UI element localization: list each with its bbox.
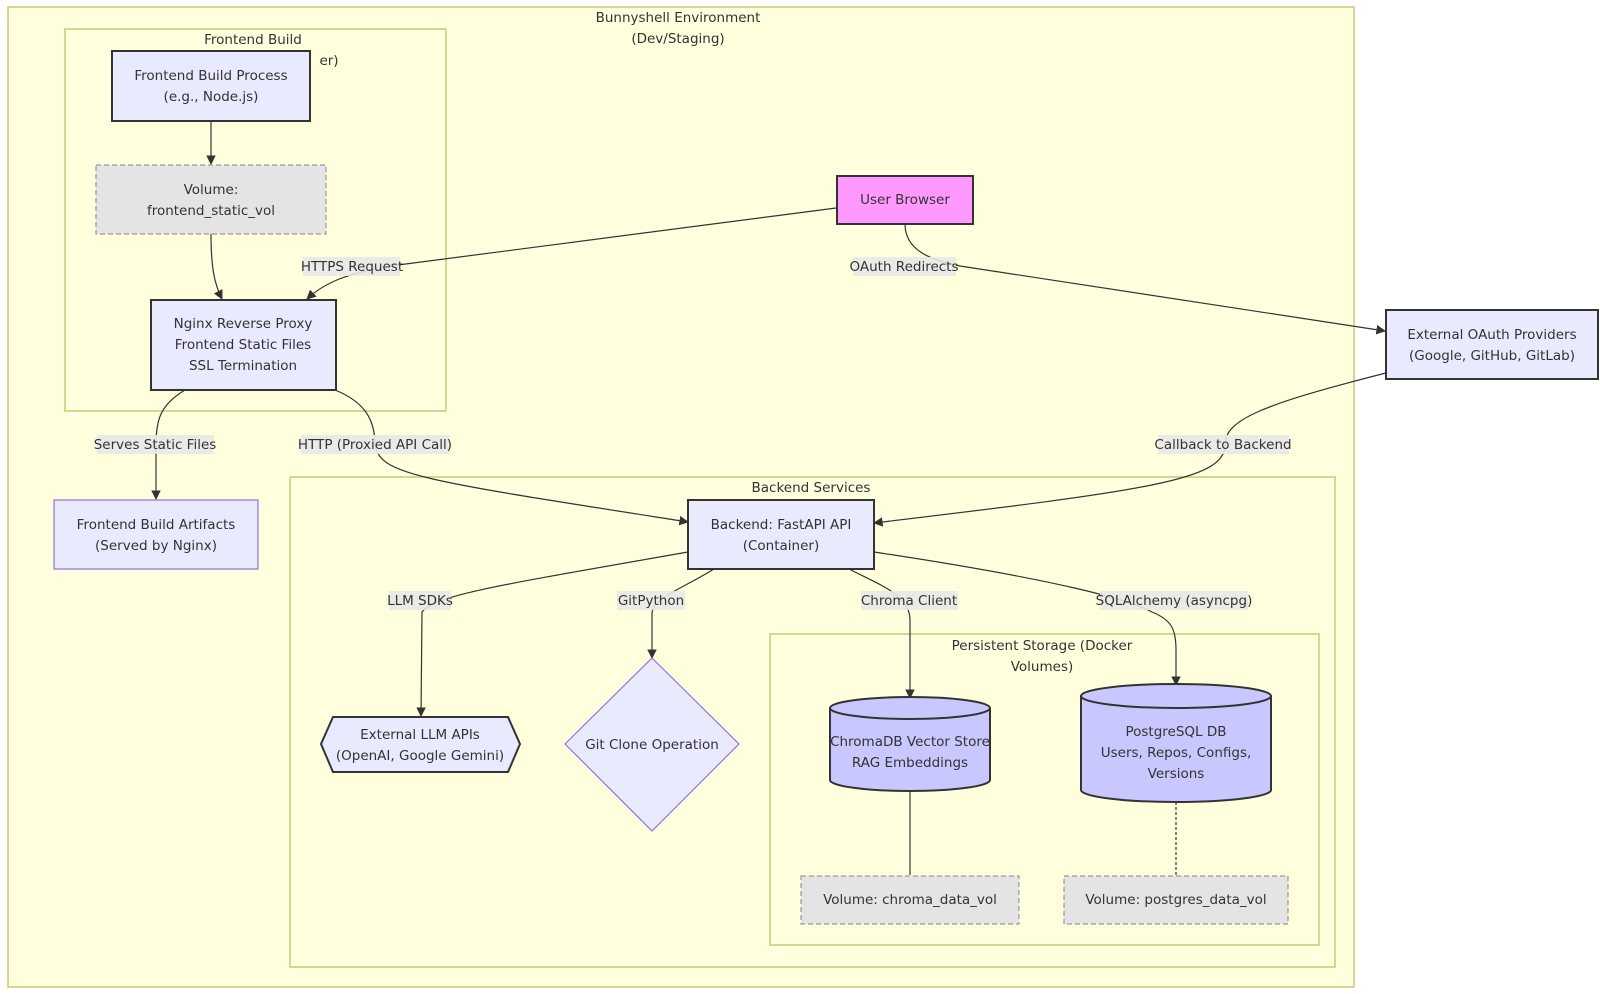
svg-text:GitPython: GitPython <box>618 593 684 609</box>
svg-text:Volume: postgres_data_vol: Volume: postgres_data_vol <box>1085 892 1266 908</box>
svg-text:HTTPS Request: HTTPS Request <box>301 259 403 275</box>
svg-text:(Container): (Container) <box>743 538 820 554</box>
svg-text:External LLM APIs: External LLM APIs <box>360 727 480 743</box>
svg-text:External OAuth Providers: External OAuth Providers <box>1407 327 1576 343</box>
svg-text:(Served by Nginx): (Served by Nginx) <box>95 538 217 554</box>
svg-text:(Google, GitHub, GitLab): (Google, GitHub, GitLab) <box>1409 348 1575 364</box>
svg-text:Users, Repos, Configs,: Users, Repos, Configs, <box>1101 745 1252 761</box>
node-frontend-build-process[interactable]: Frontend Build Process (e.g., Node.js) <box>111 50 311 122</box>
svg-text:Frontend Static Files: Frontend Static Files <box>175 337 311 353</box>
edge-browser-to-oauth <box>904 223 1386 335</box>
svg-text:Nginx Reverse Proxy: Nginx Reverse Proxy <box>174 316 313 332</box>
edge-labels: HTTPS Request OAuth Redirects Serves Sta… <box>94 257 1292 610</box>
node-postgresql-db[interactable]: PostgreSQL DB Users, Repos, Configs, Ver… <box>1080 683 1272 803</box>
edge-label-sqlalchemy: SQLAlchemy (asyncpg) <box>1096 591 1253 610</box>
node-chromadb-vector-store[interactable]: ChromaDB Vector Store RAG Embeddings <box>829 696 991 792</box>
svg-text:PostgreSQL DB: PostgreSQL DB <box>1125 724 1226 740</box>
svg-text:Frontend Build Artifacts: Frontend Build Artifacts <box>77 517 236 533</box>
svg-text:Serves Static Files: Serves Static Files <box>94 437 217 453</box>
node-frontend-static-volume[interactable]: Volume: frontend_static_vol <box>95 164 327 235</box>
svg-text:LLM SDKs: LLM SDKs <box>387 593 453 609</box>
node-nginx-reverse-proxy[interactable]: Nginx Reverse Proxy Frontend Static File… <box>150 299 337 391</box>
svg-text:OAuth Redirects: OAuth Redirects <box>849 259 958 275</box>
svg-text:Versions: Versions <box>1148 766 1205 782</box>
svg-text:Chroma Client: Chroma Client <box>861 593 957 609</box>
svg-text:SSL Termination: SSL Termination <box>189 358 297 374</box>
cluster-title: Frontend Build <box>204 32 302 48</box>
edge-label-http-proxied: HTTP (Proxied API Call) <box>298 435 452 454</box>
node-user-browser[interactable]: User Browser <box>836 175 974 225</box>
node-external-oauth-providers[interactable]: External OAuth Providers (Google, GitHub… <box>1385 309 1599 380</box>
svg-text:HTTP (Proxied API Call): HTTP (Proxied API Call) <box>298 437 452 453</box>
edge-label-serves-static: Serves Static Files <box>94 435 217 454</box>
node-git-clone-operation[interactable]: Git Clone Operation <box>564 657 740 832</box>
cluster-subtitle: Volumes) <box>1011 659 1074 675</box>
cluster-title: Persistent Storage (Docker <box>952 638 1133 654</box>
svg-text:frontend_static_vol: frontend_static_vol <box>147 203 275 219</box>
svg-text:User Browser: User Browser <box>860 192 950 208</box>
edge-label-gitpython: GitPython <box>617 591 685 610</box>
node-external-llm-apis[interactable]: External LLM APIs (OpenAI, Google Gemini… <box>319 716 522 773</box>
cluster-title: Backend Services <box>752 480 871 496</box>
edge-label-callback: Callback to Backend <box>1154 435 1292 454</box>
svg-text:Volume: chroma_data_vol: Volume: chroma_data_vol <box>823 892 997 908</box>
svg-text:RAG Embeddings: RAG Embeddings <box>852 755 968 771</box>
svg-text:(OpenAI, Google Gemini): (OpenAI, Google Gemini) <box>336 748 504 764</box>
node-postgres-data-volume[interactable]: Volume: postgres_data_vol <box>1063 875 1289 925</box>
svg-text:Git Clone Operation: Git Clone Operation <box>585 737 719 753</box>
svg-text:(e.g., Node.js): (e.g., Node.js) <box>164 89 259 105</box>
edge-volume-to-nginx <box>210 233 223 300</box>
svg-text:Backend: FastAPI API: Backend: FastAPI API <box>711 517 852 533</box>
edges <box>151 121 1387 875</box>
node-frontend-build-artifacts[interactable]: Frontend Build Artifacts (Served by Ngin… <box>53 499 259 570</box>
edge-label-oauth-redirects: OAuth Redirects <box>849 257 959 276</box>
svg-text:Callback to Backend: Callback to Backend <box>1154 437 1291 453</box>
cluster-title: Bunnyshell Environment <box>596 10 761 26</box>
svg-text:ChromaDB Vector Store: ChromaDB Vector Store <box>830 734 990 750</box>
cluster-subtitle: (Dev/Staging) <box>631 31 724 47</box>
svg-text:Volume:: Volume: <box>184 182 239 198</box>
node-backend-fastapi[interactable]: Backend: FastAPI API (Container) <box>687 499 875 570</box>
edge-label-https-request: HTTPS Request <box>301 257 403 276</box>
edge-label-llm-sdks: LLM SDKs <box>387 591 453 610</box>
edge-nginx-to-backend <box>334 389 689 526</box>
svg-text:Frontend Build Process: Frontend Build Process <box>134 68 287 84</box>
edge-oauth-to-backend <box>873 372 1387 527</box>
edge-label-chroma-client: Chroma Client <box>861 591 958 610</box>
cluster-title-fragment: er) <box>319 53 338 69</box>
node-chroma-data-volume[interactable]: Volume: chroma_data_vol <box>800 875 1020 925</box>
svg-text:SQLAlchemy (asyncpg): SQLAlchemy (asyncpg) <box>1096 593 1253 609</box>
